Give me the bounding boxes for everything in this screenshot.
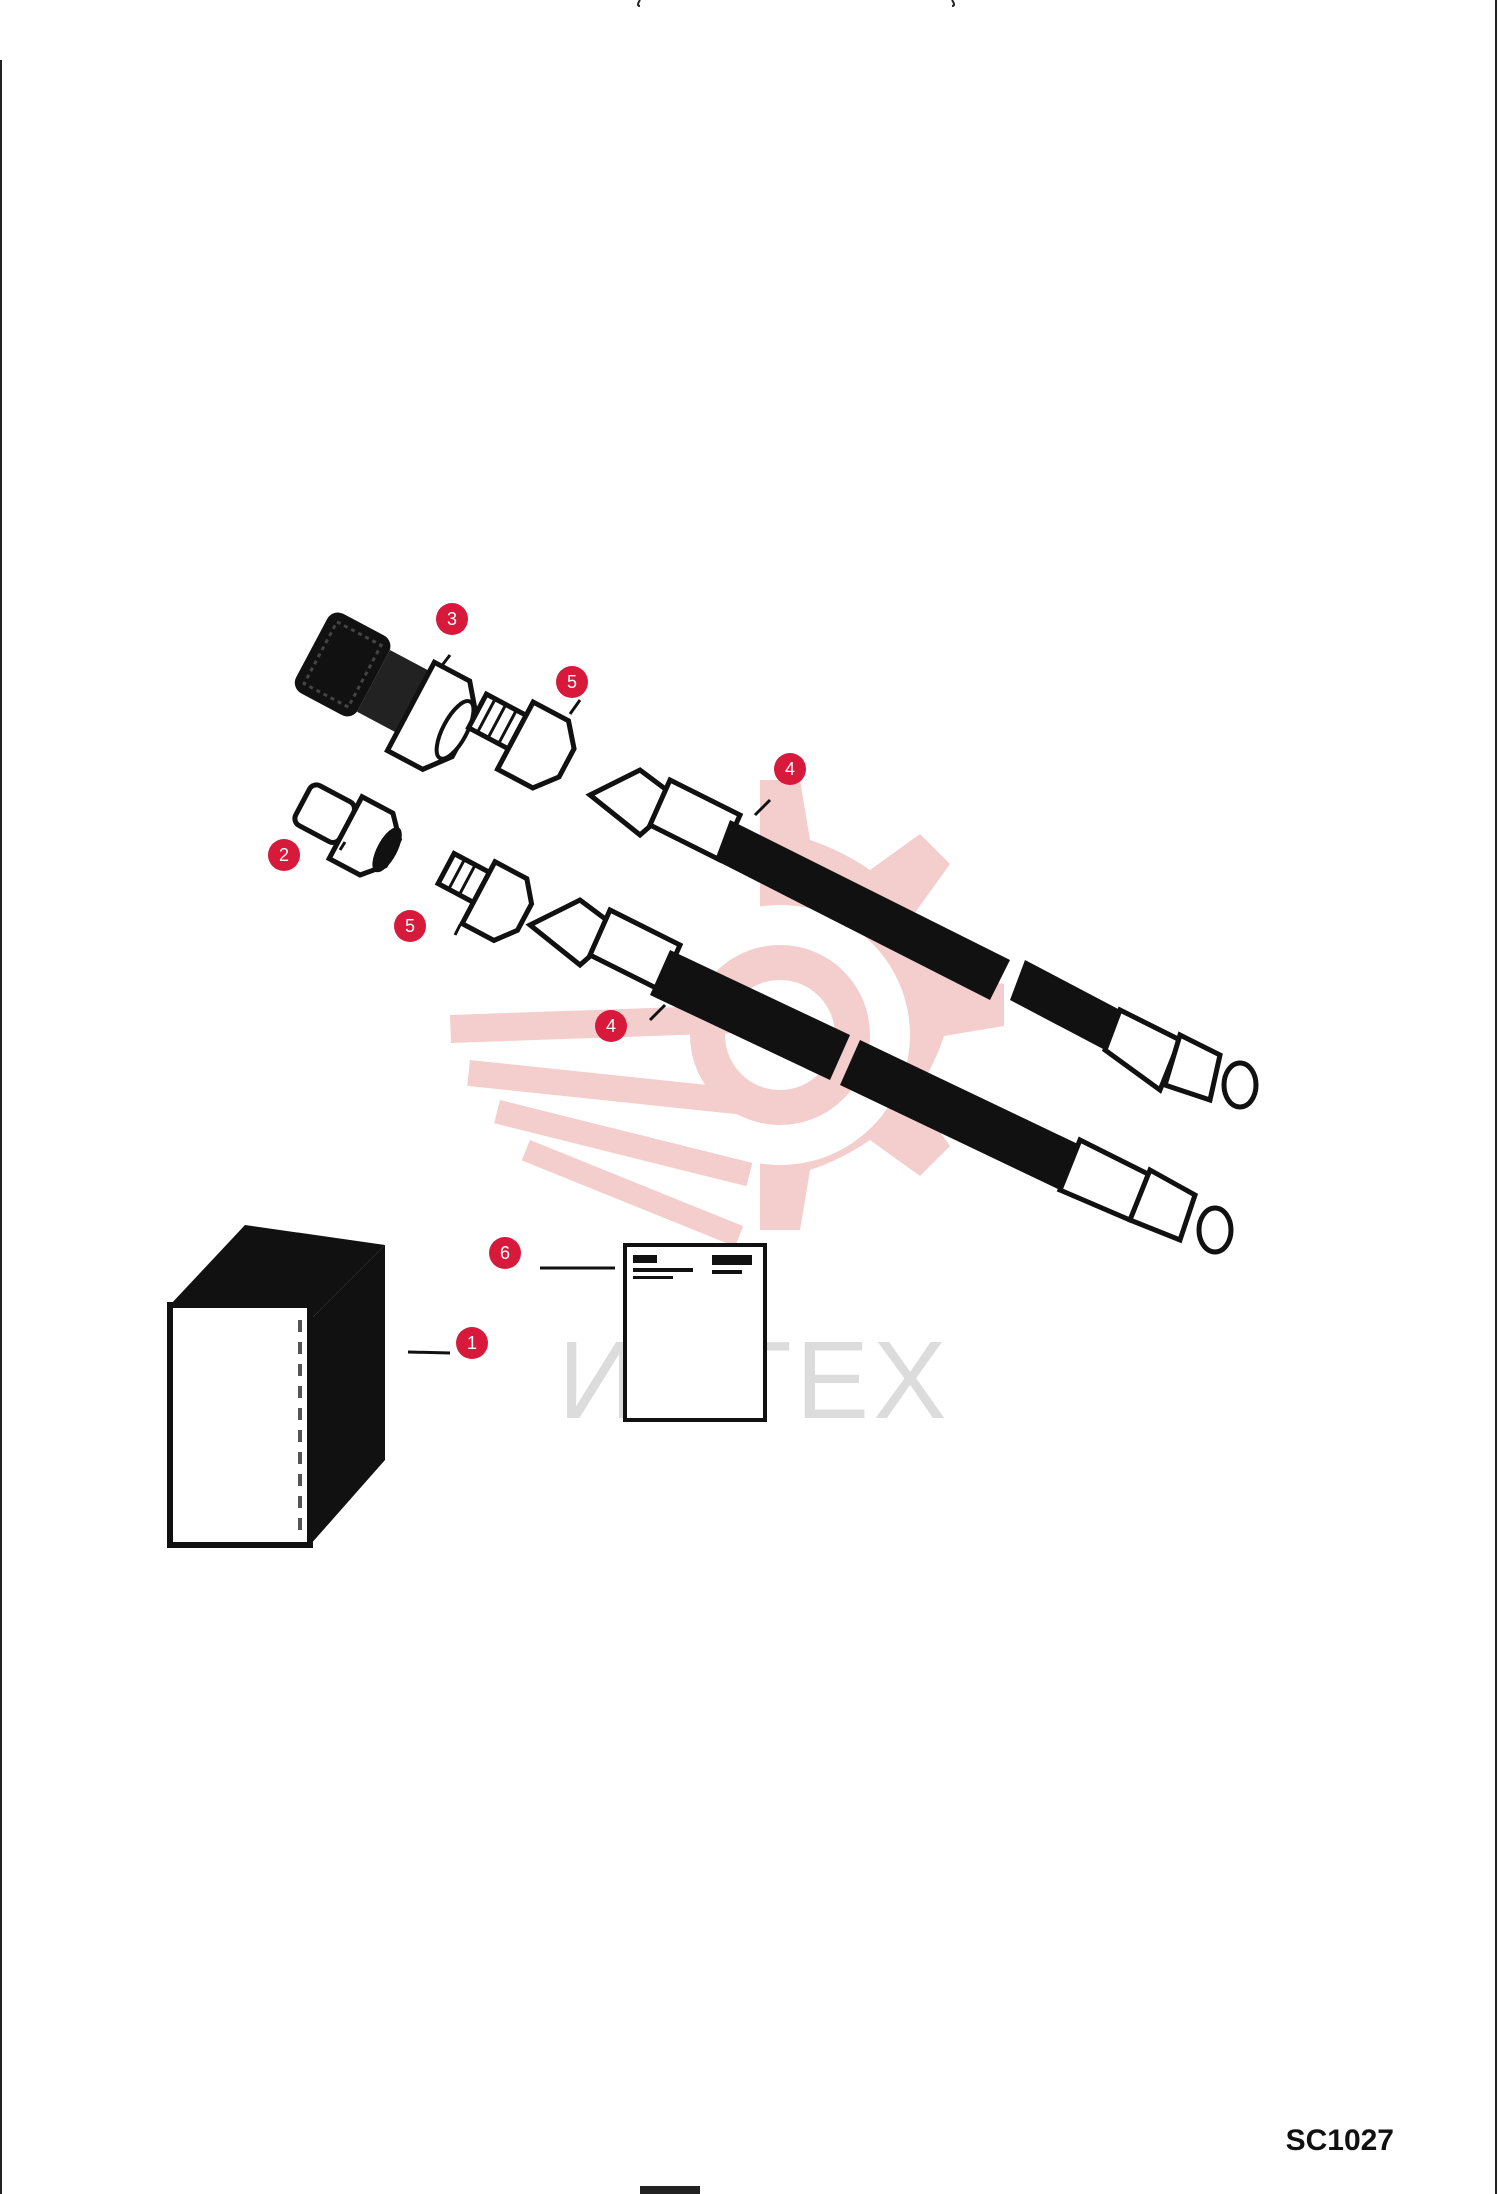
part-3-coupler (294, 612, 479, 773)
callout-5a-label: 5 (567, 672, 577, 692)
top-bracket-mark (637, 0, 955, 7)
callout-1-label: 1 (467, 1333, 477, 1353)
leader-lines (338, 654, 772, 1355)
callout-2-label: 2 (279, 845, 289, 865)
callout-5b-label: 5 (405, 916, 415, 936)
callout-3-label: 3 (447, 609, 457, 629)
part-5-adapter-lower (434, 850, 535, 944)
page-number-fragment (640, 2186, 700, 2194)
callout-5b[interactable]: 5 (394, 910, 426, 942)
figure-code: SC1027 (1285, 2124, 1394, 2157)
part-4-hose-upper (585, 767, 1259, 1110)
part-4-hose-lower (525, 897, 1234, 1255)
part-5-adapter-upper (465, 690, 577, 791)
callout-4b[interactable]: 4 (595, 1010, 627, 1042)
callout-6-label: 6 (500, 1243, 510, 1263)
callout-4a-label: 4 (785, 759, 795, 779)
part-2-fitting (292, 782, 403, 878)
callout-6[interactable]: 6 (489, 1237, 521, 1269)
callout-4a[interactable]: 4 (774, 753, 806, 785)
callout-4b-label: 4 (606, 1016, 616, 1036)
callout-3[interactable]: 3 (436, 603, 468, 635)
callout-2[interactable]: 2 (268, 839, 300, 871)
part-6-instruction-sheet (623, 1243, 767, 1422)
callout-1[interactable]: 1 (456, 1327, 488, 1359)
callout-5a[interactable]: 5 (556, 666, 588, 698)
part-1-box (167, 1225, 385, 1548)
